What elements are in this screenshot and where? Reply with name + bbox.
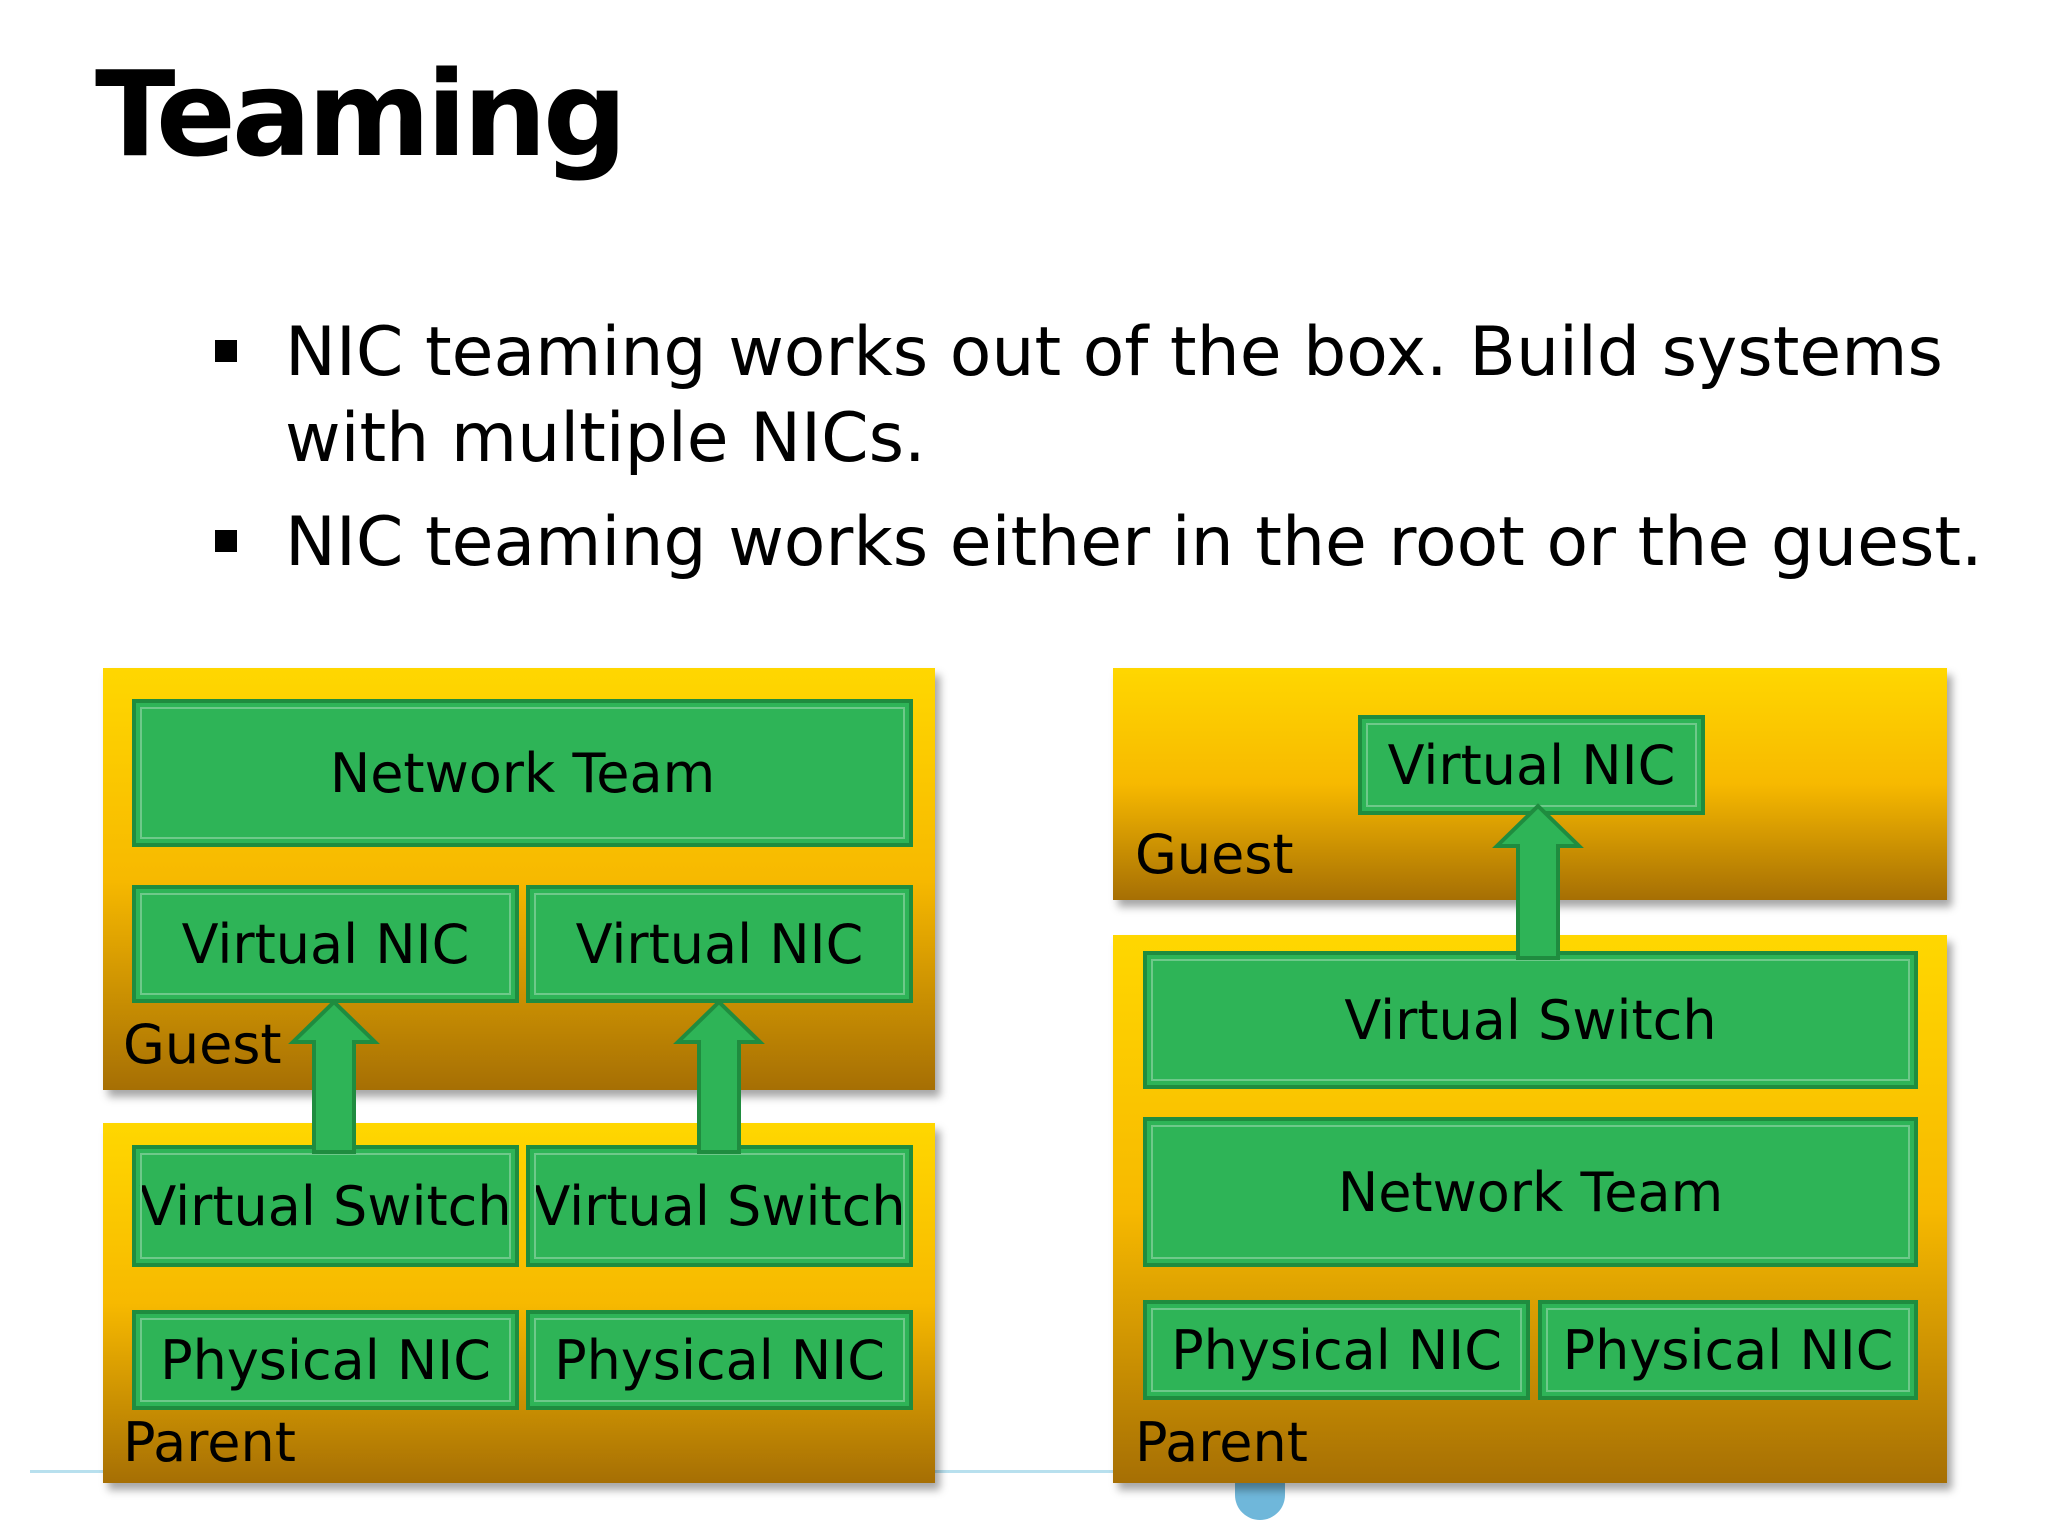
left-physical-nic-box-1: Physical NIC	[132, 1310, 519, 1410]
left-up-arrow-1	[288, 999, 380, 1154]
footer-logo-icon	[1235, 1480, 1285, 1520]
right-virtual-switch-box: Virtual Switch	[1143, 951, 1918, 1089]
left-parent-label: Parent	[123, 1411, 296, 1474]
right-physical-nic-box-2: Physical NIC	[1538, 1300, 1918, 1400]
left-virtual-switch-box-2: Virtual Switch	[526, 1145, 913, 1267]
right-parent-label: Parent	[1135, 1411, 1308, 1474]
right-virtual-nic-box: Virtual NIC	[1358, 715, 1705, 815]
left-virtual-switch-box-1: Virtual Switch	[132, 1145, 519, 1267]
bullet-square-icon	[215, 340, 237, 362]
bullet-text: NIC teaming works either in the root or …	[285, 503, 1983, 582]
right-network-team-box: Network Team	[1143, 1117, 1918, 1267]
left-virtual-nic-box-1: Virtual NIC	[132, 885, 519, 1003]
bullet-item: NIC teaming works either in the root or …	[210, 500, 1990, 586]
right-physical-nic-box-1: Physical NIC	[1143, 1300, 1530, 1400]
left-up-arrow-2	[673, 999, 765, 1154]
right-guest-label: Guest	[1135, 823, 1294, 886]
left-guest-label: Guest	[123, 1013, 282, 1076]
bullet-list: NIC teaming works out of the box. Build …	[210, 310, 1990, 604]
left-virtual-nic-box-2: Virtual NIC	[526, 885, 913, 1003]
bullet-item: NIC teaming works out of the box. Build …	[210, 310, 1990, 482]
right-up-arrow	[1492, 803, 1584, 960]
slide-title: Teaming	[95, 45, 627, 183]
left-physical-nic-box-2: Physical NIC	[526, 1310, 913, 1410]
bullet-text: NIC teaming works out of the box. Build …	[285, 313, 1943, 478]
left-network-team-box: Network Team	[132, 699, 913, 847]
bullet-square-icon	[215, 530, 237, 552]
